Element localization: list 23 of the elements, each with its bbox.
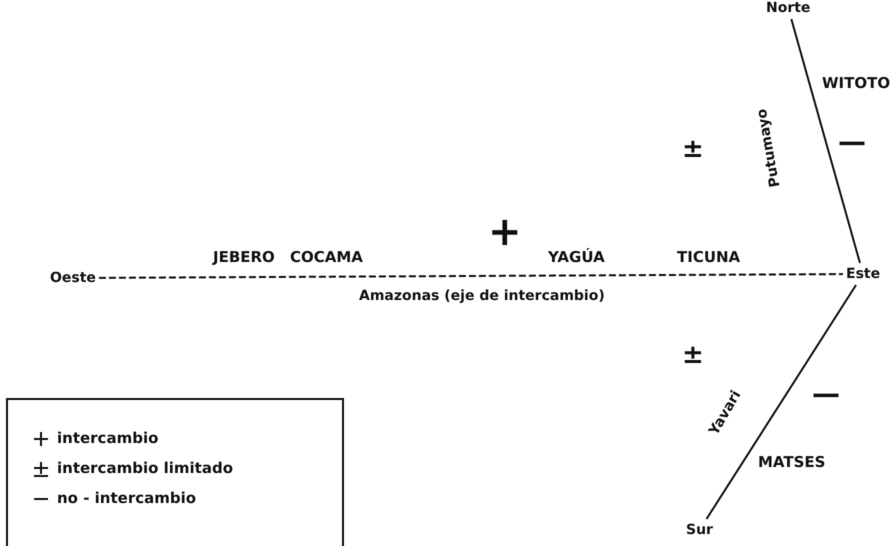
group-name: YAGÚA [548,248,605,266]
exchange-symbol: + [488,212,522,252]
legend-text: intercambio [56,430,160,446]
dashed-line [98,273,843,279]
edge-label: Putumayo [754,106,784,190]
group-name: TICUNA [677,248,740,266]
compass-label: Sur [686,522,713,538]
group-name: MATSES [758,453,826,471]
legend-text: intercambio limitado [56,460,234,476]
group-name: JEBERO [213,248,275,266]
compass-label: Este [846,266,880,282]
group-name: COCAMA [290,248,363,266]
river-line [790,18,861,264]
edge-label: Amazonas (eje de intercambio) [358,288,606,304]
compass-label: Oeste [50,270,96,286]
legend-text: no - intercambio [56,490,198,506]
exchange-symbol: ± [682,342,704,368]
compass-label: Norte [766,0,810,16]
exchange-symbol: ± [682,136,704,162]
exchange-symbol: — [812,380,840,408]
river-line [706,284,857,520]
group-name: WITOTO [822,74,890,92]
exchange-symbol: — [838,128,866,156]
